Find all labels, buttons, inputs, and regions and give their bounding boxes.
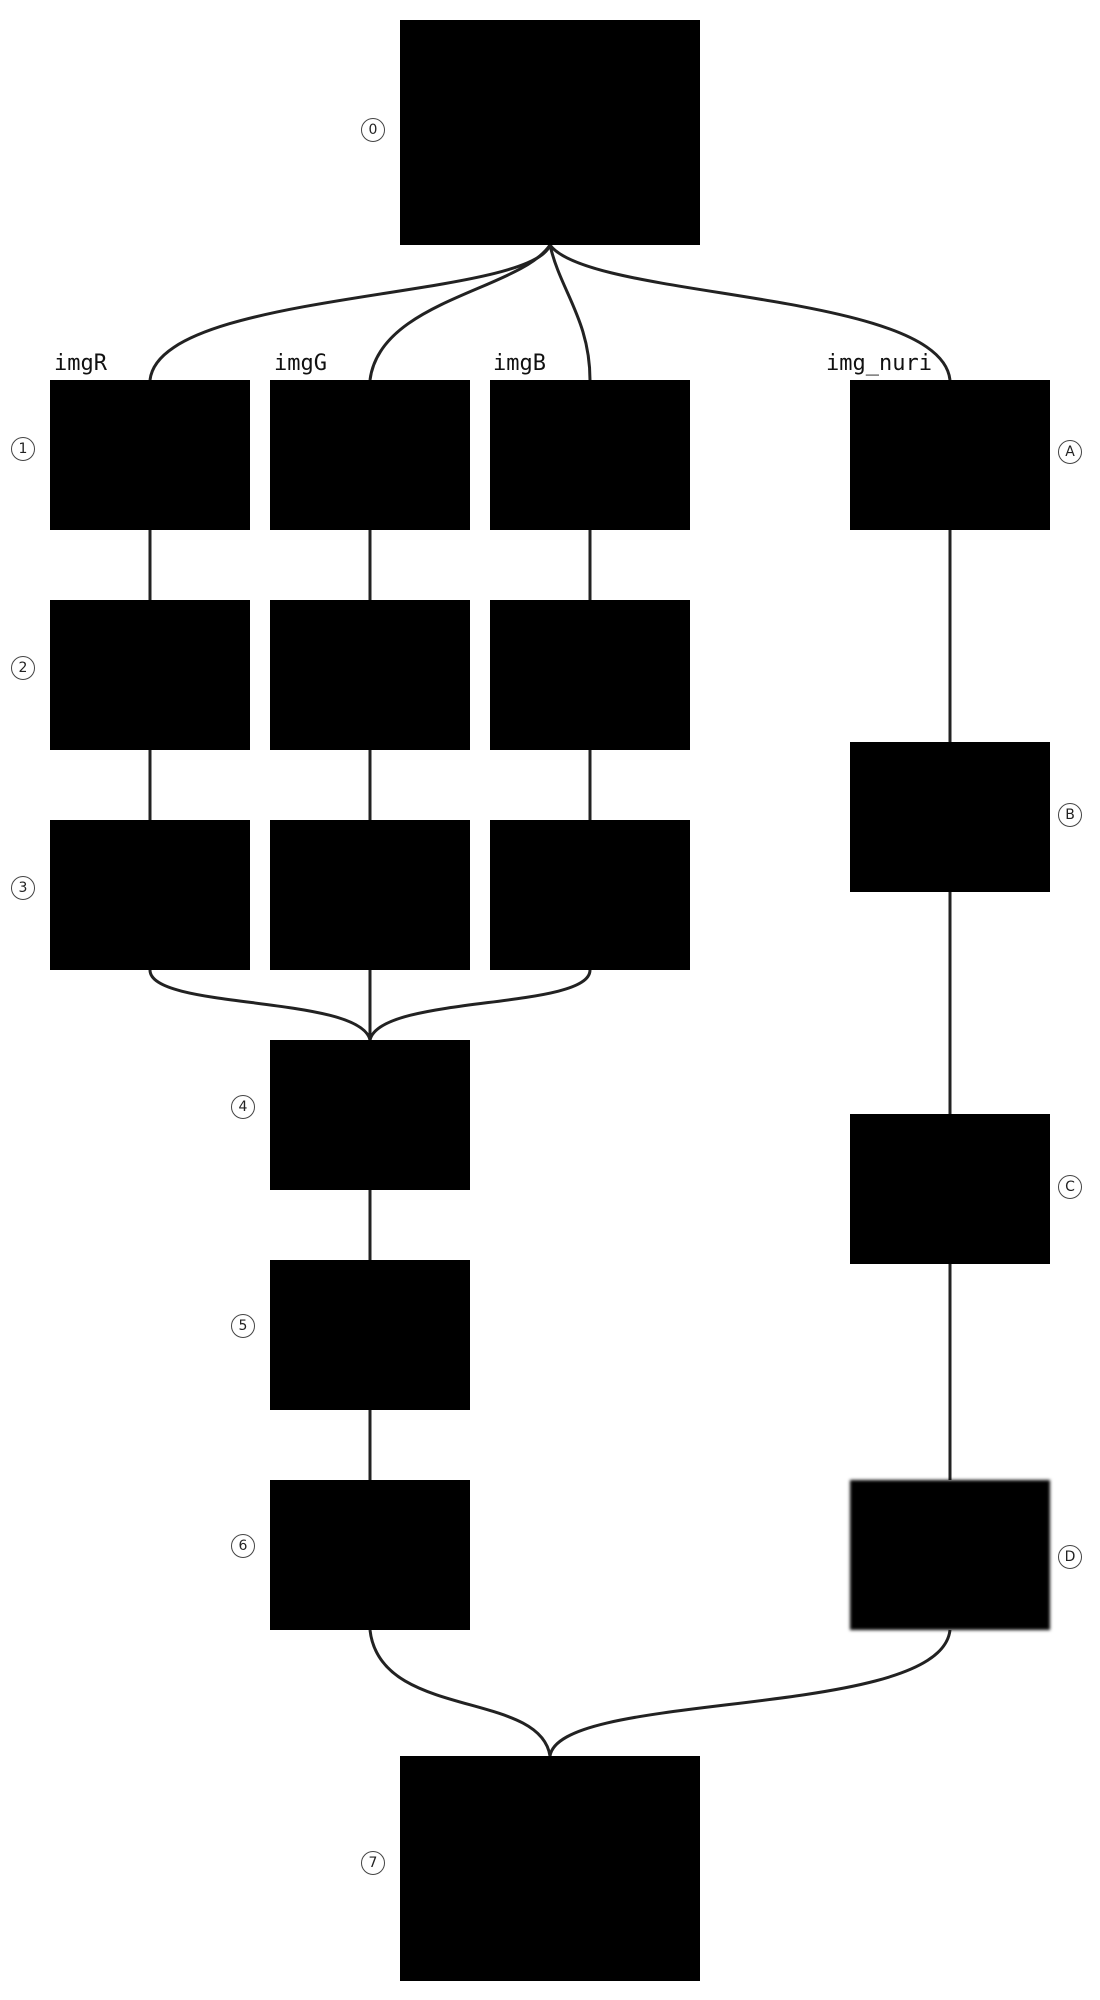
column-label-imgG: imgG — [274, 351, 327, 376]
enhanced-edges-step-6 — [270, 1480, 470, 1630]
imgG-step-1 — [270, 380, 470, 530]
column-label-imgR: imgR — [54, 351, 107, 376]
thumbnails — [50, 20, 1050, 1981]
nuri-step-a — [850, 380, 1050, 530]
connector-lines — [148, 244, 952, 1757]
branch-marker-a: A — [1058, 440, 1082, 464]
imgG-step-2 — [270, 600, 470, 750]
imgR-step-2 — [50, 600, 250, 750]
branch-marker-b: B — [1058, 803, 1082, 827]
step-marker-4: 4 — [231, 1095, 255, 1119]
connector-imgB-to-step-4 — [368, 969, 592, 1041]
source-color-photo — [400, 20, 700, 245]
nuri-step-d — [850, 1480, 1050, 1630]
step-marker-7: 7 — [361, 1851, 385, 1875]
step-marker-6: 6 — [231, 1534, 255, 1558]
final-result-step-7 — [400, 1756, 700, 1981]
connector-source-to-imgG — [368, 244, 552, 381]
nuri-step-b — [850, 742, 1050, 892]
step-marker-0: 0 — [361, 118, 385, 142]
step-marker-2: 2 — [11, 656, 35, 680]
connector-step-6-to-7 — [368, 1629, 552, 1757]
step-marker-1: 1 — [11, 437, 35, 461]
column-label-imgB: imgB — [493, 351, 546, 376]
connector-source-to-img-nuri — [548, 244, 952, 381]
connector-source-to-imgB — [548, 244, 592, 381]
connector-d-to-7 — [548, 1629, 952, 1757]
branch-marker-d: D — [1058, 1545, 1082, 1569]
connector-imgR-to-step-4 — [148, 969, 372, 1041]
step-marker-3: 3 — [11, 876, 35, 900]
inverted-edges-step-5 — [270, 1260, 470, 1410]
combined-edges-step-4 — [270, 1040, 470, 1190]
imgR-step-1 — [50, 380, 250, 530]
imgB-step-3 — [490, 820, 690, 970]
column-label-img-nuri: img_nuri — [826, 351, 932, 376]
connector-source-to-imgR — [148, 244, 552, 381]
imgB-step-1 — [490, 380, 690, 530]
branch-marker-c: C — [1058, 1175, 1082, 1199]
imgG-step-3 — [270, 820, 470, 970]
imgB-step-2 — [490, 600, 690, 750]
step-marker-5: 5 — [231, 1314, 255, 1338]
nuri-step-c — [850, 1114, 1050, 1264]
imgR-step-3 — [50, 820, 250, 970]
